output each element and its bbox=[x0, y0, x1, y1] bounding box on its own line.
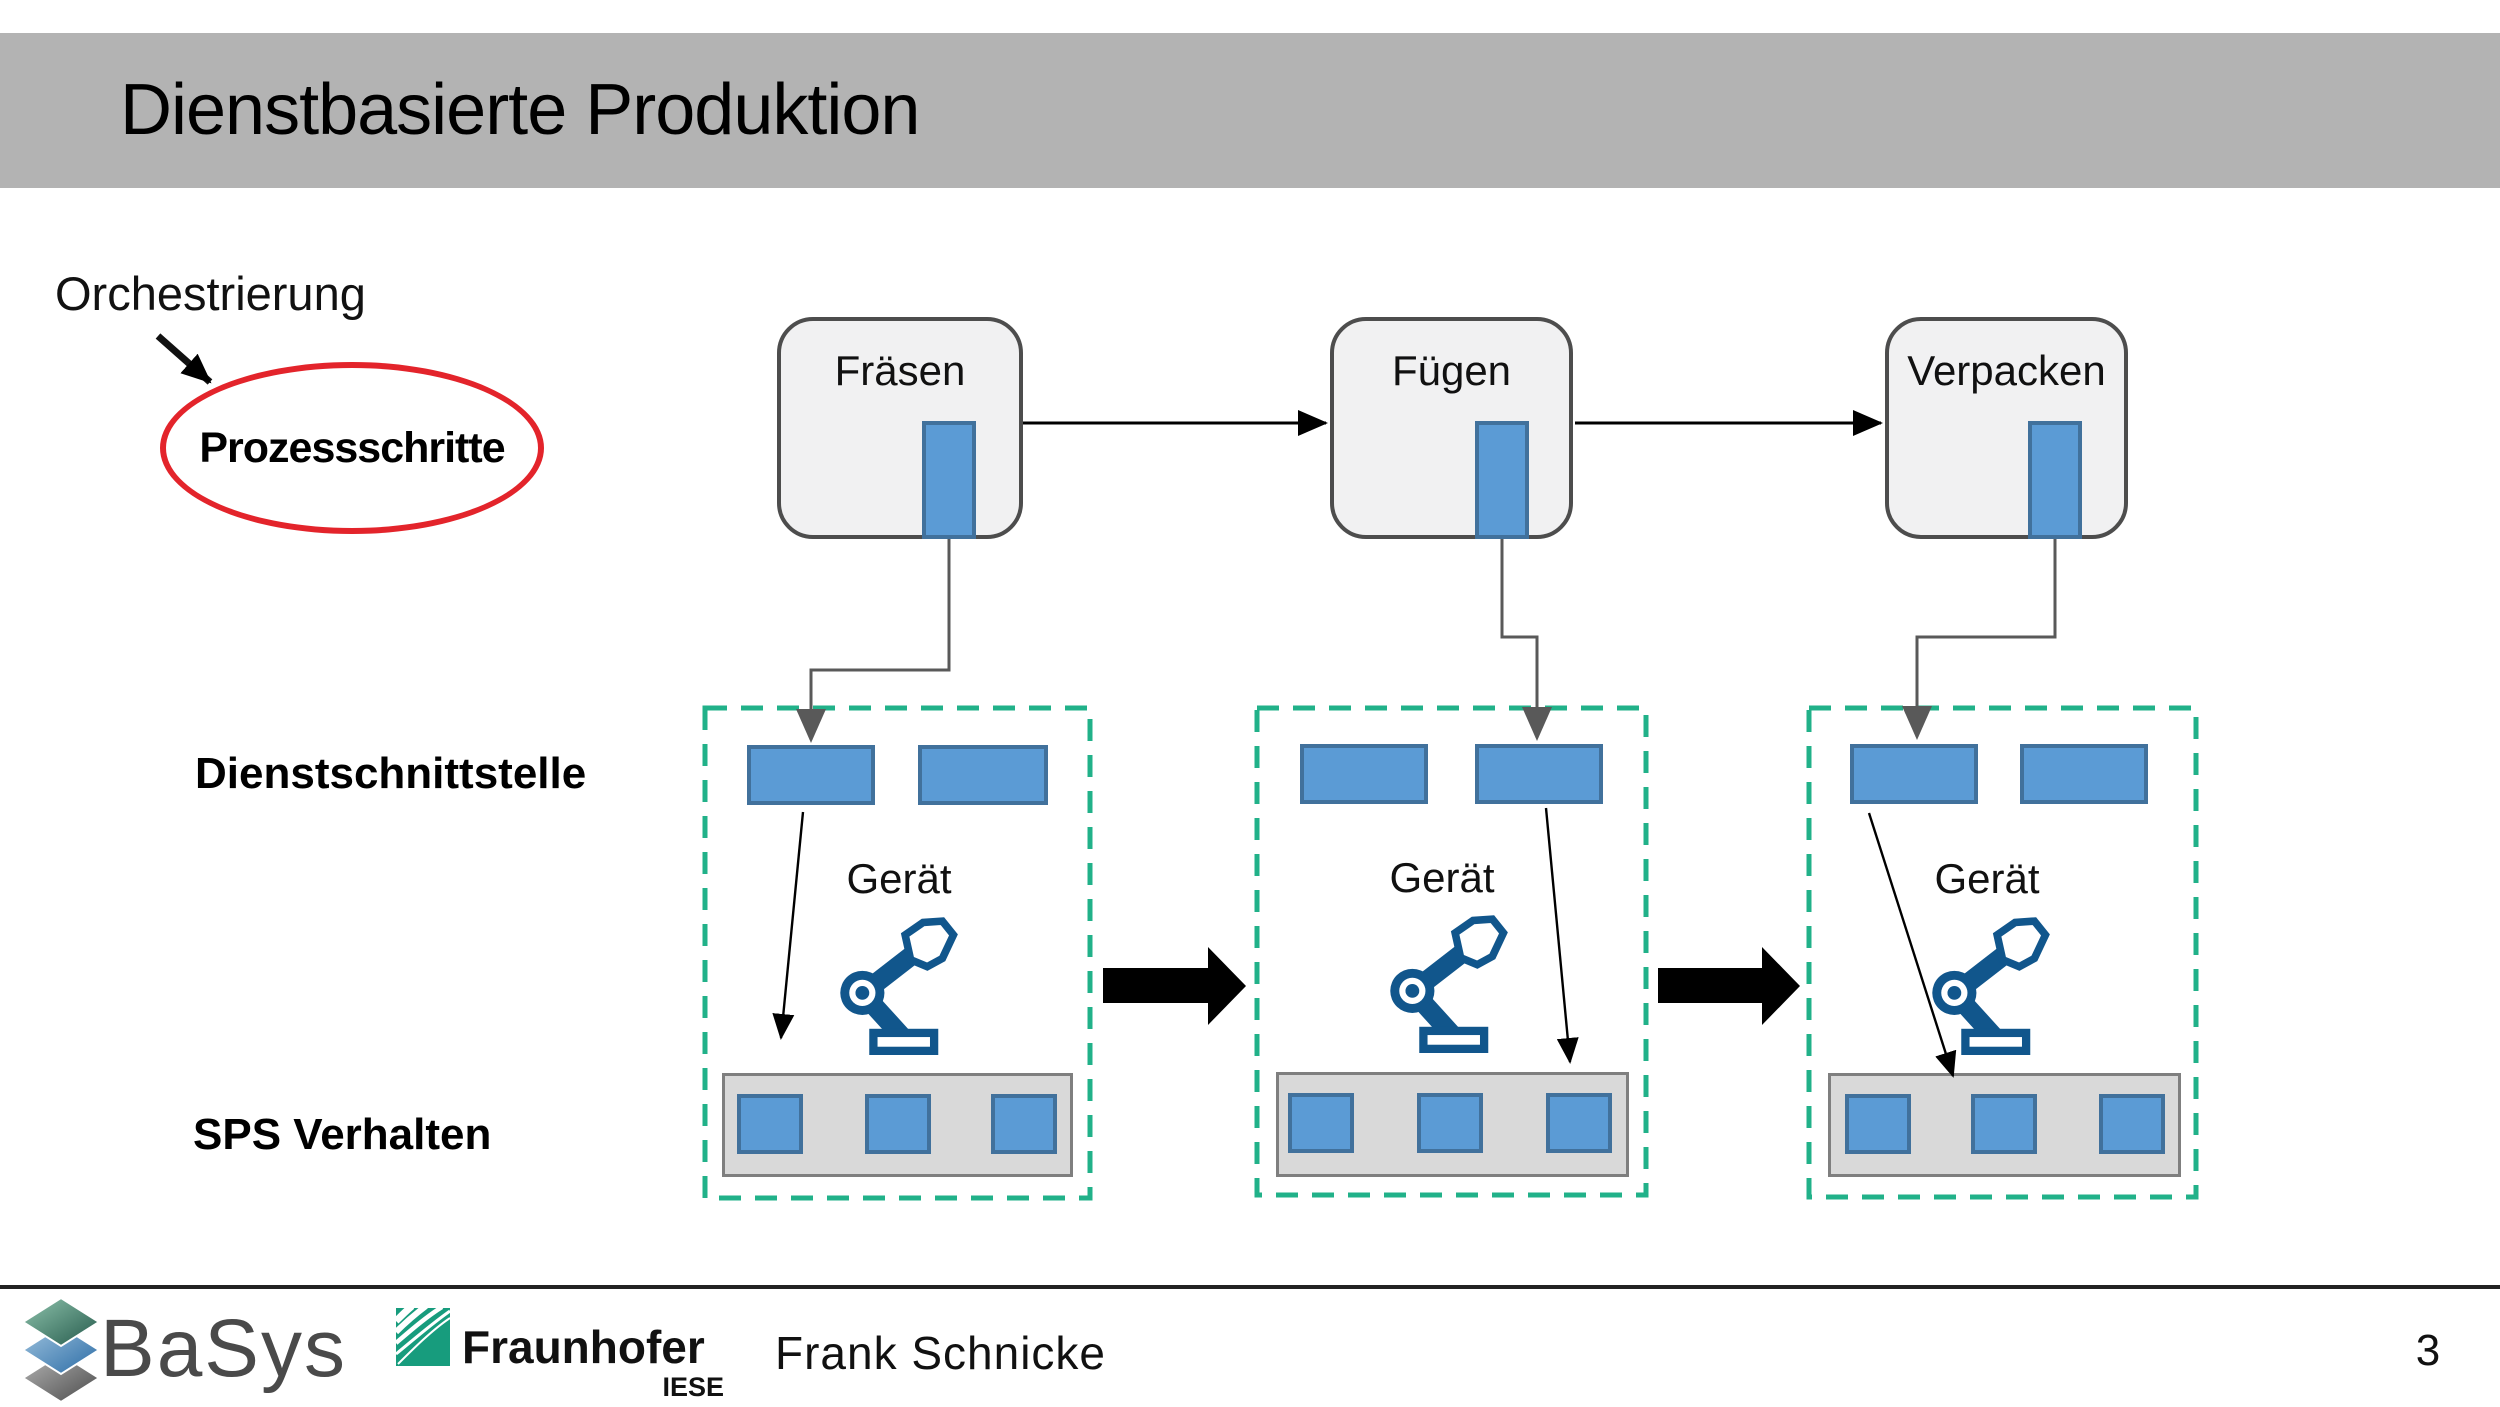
plc-block bbox=[1417, 1093, 1483, 1153]
service-port-fraesen bbox=[922, 421, 976, 539]
plc-block bbox=[865, 1094, 931, 1154]
service-interface-rect bbox=[1850, 744, 1978, 804]
author-name: Frank Schnicke bbox=[775, 1327, 1107, 1379]
process-box-verpacken: Verpacken bbox=[1885, 317, 2128, 539]
service-interface-rect bbox=[747, 745, 875, 805]
footer-separator bbox=[0, 1285, 2500, 1289]
plc-block bbox=[2099, 1094, 2165, 1154]
process-box-fraesen: Fräsen bbox=[777, 317, 1023, 539]
fraunhofer-logo-icon bbox=[396, 1308, 450, 1366]
step-to-interface-connector-3 bbox=[1902, 539, 2057, 740]
service-interface-rect bbox=[2020, 744, 2148, 804]
interface-to-plc-arrow-3 bbox=[1867, 812, 1957, 1078]
fraunhofer-institute-label: IESE bbox=[662, 1372, 724, 1402]
interface-to-plc-arrow-2 bbox=[1544, 807, 1579, 1064]
plc-block bbox=[1288, 1093, 1354, 1153]
device-label: Gerät bbox=[846, 855, 952, 902]
basys-logo-text: BaSys bbox=[100, 1303, 347, 1394]
service-interface-rect bbox=[1475, 744, 1603, 804]
dienstschnittstelle-label: Dienstschnittstelle bbox=[195, 749, 587, 798]
page-number: 3 bbox=[2415, 1326, 2441, 1375]
process-label: Verpacken bbox=[1907, 347, 2106, 394]
orchestrierung-arrow bbox=[155, 333, 213, 385]
material-flow-arrow-2 bbox=[1658, 947, 1800, 1025]
plc-block bbox=[1546, 1093, 1612, 1153]
plc-block bbox=[991, 1094, 1057, 1154]
service-interface-rect bbox=[918, 745, 1048, 805]
material-flow-arrow-1 bbox=[1103, 947, 1246, 1025]
title-bar bbox=[0, 33, 2500, 188]
orchestrierung-label: Orchestrierung bbox=[55, 267, 366, 320]
plc-block bbox=[1845, 1094, 1911, 1154]
basys-logo-icon bbox=[21, 1298, 101, 1404]
service-interface-rect bbox=[1300, 744, 1428, 804]
sps-verhalten-label: SPS Verhalten bbox=[193, 1110, 492, 1159]
process-box-fuegen: Fügen bbox=[1330, 317, 1573, 539]
fraunhofer-logo-text: Fraunhofer bbox=[462, 1321, 705, 1373]
slide-title: Dienstbasierte Produktion bbox=[120, 70, 920, 150]
device-label: Gerät bbox=[1934, 855, 2040, 902]
robot-arm-icon bbox=[1390, 919, 1503, 1049]
process-steps-highlight-ellipse: Prozessschritte bbox=[160, 362, 544, 534]
process-label: Fräsen bbox=[834, 347, 966, 394]
service-port-fuegen bbox=[1475, 421, 1529, 539]
robot-arm-icon bbox=[1932, 921, 2045, 1051]
prozessschritte-label: Prozessschritte bbox=[199, 423, 505, 472]
device-label: Gerät bbox=[1389, 854, 1495, 901]
robot-arm-icon bbox=[840, 921, 953, 1051]
plc-block bbox=[737, 1094, 803, 1154]
service-port-verpacken bbox=[2028, 421, 2082, 539]
plc-block bbox=[1971, 1094, 2037, 1154]
step-to-interface-connector-1 bbox=[796, 539, 951, 743]
process-label: Fügen bbox=[1391, 347, 1512, 394]
step-to-interface-connector-2 bbox=[1500, 539, 1552, 741]
interface-to-plc-arrow-1 bbox=[772, 811, 805, 1040]
